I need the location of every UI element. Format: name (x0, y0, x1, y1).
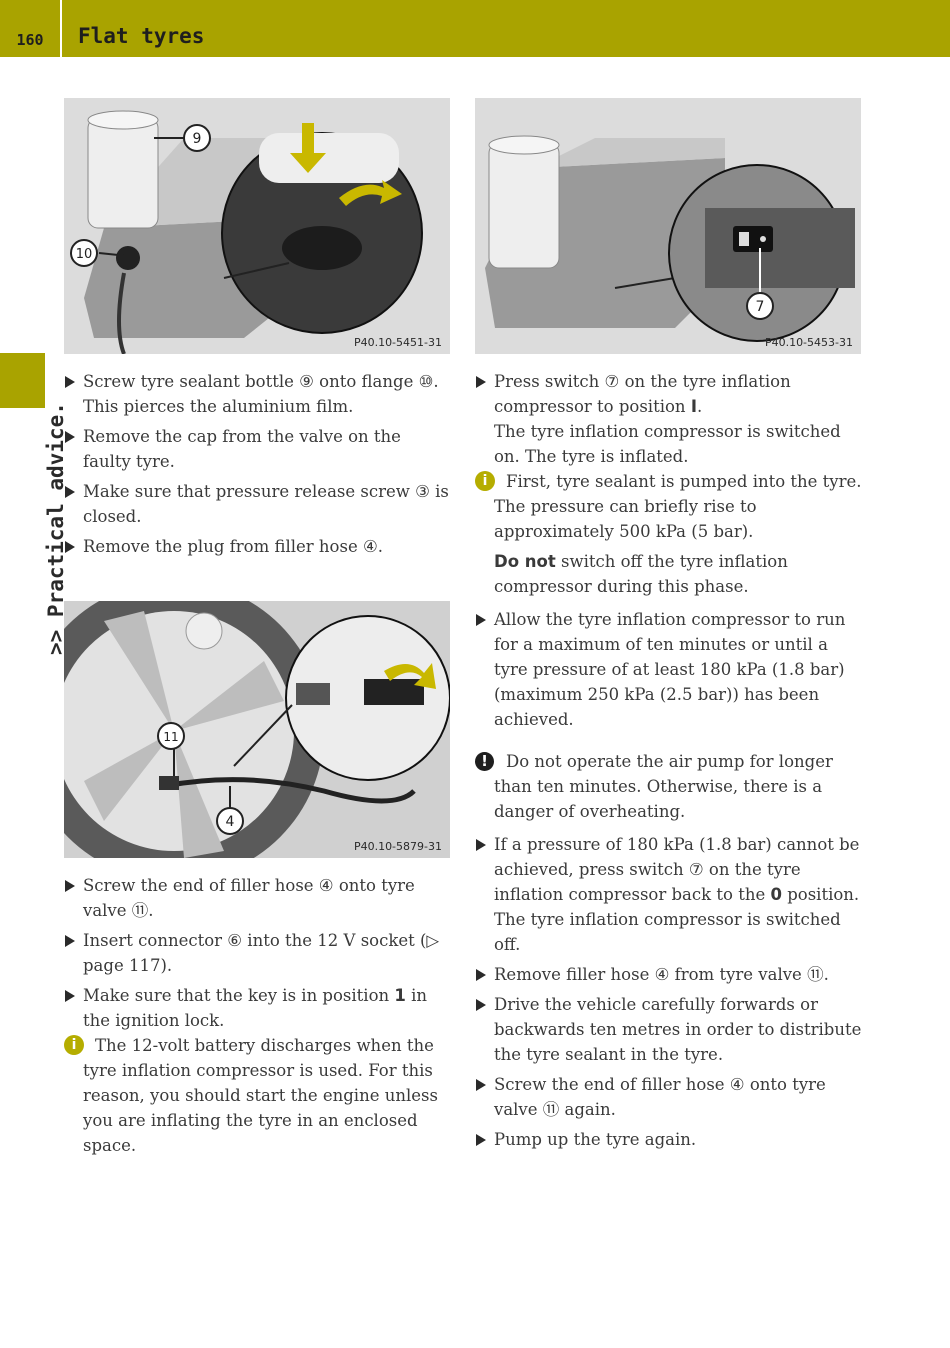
arrow-bullet-icon (476, 999, 486, 1011)
figure-caption: P40.10-5453-31 (764, 336, 853, 349)
page-title: Flat tyres (78, 24, 205, 48)
step-screw-hose: Screw the end of filler hose ④ onto tyre… (64, 873, 452, 923)
step-remove-plug: Remove the plug from filler hose ④. (64, 534, 452, 559)
step-remove-hose: Remove filler hose ④ from tyre valve ⑪. (475, 962, 863, 987)
arrow-bullet-icon (65, 990, 75, 1002)
step-remove-cap: Remove the cap from the valve on the fau… (64, 424, 452, 474)
callout-10: 10 (76, 247, 93, 262)
step-note: The tyre inflation compressor is switche… (494, 910, 841, 954)
side-tab-marker (0, 353, 45, 408)
left-column-upper: Screw tyre sealant bottle ⑨ onto flange … (64, 369, 452, 559)
arrow-bullet-icon (476, 969, 486, 981)
step-note: The tyre inflation compressor is switche… (494, 422, 841, 466)
step-key-position: Make sure that the key is in position 1 … (64, 983, 452, 1033)
info-icon: i (475, 471, 495, 491)
info-icon: i (64, 1035, 84, 1055)
callout-7: 7 (756, 299, 765, 315)
arrow-bullet-icon (65, 486, 75, 498)
figure-compressor-switch: 7 P40.10-5453-31 (475, 98, 861, 354)
info-note-continued: Do not switch off the tyre inflation com… (494, 552, 788, 596)
arrow-bullet-icon (476, 376, 486, 388)
arrow-bullet-icon (476, 839, 486, 851)
figure-caption: P40.10-5451-31 (353, 336, 442, 349)
figure-sealant-bottle: 9 10 P40.10-5451-31 (64, 98, 450, 354)
arrow-bullet-icon (65, 935, 75, 947)
figure-caption: P40.10-5879-31 (353, 840, 442, 853)
step-insert-connector: Insert connector ⑥ into the 12 V socket … (64, 928, 452, 978)
arrow-bullet-icon (476, 1079, 486, 1091)
page-number: 160 (0, 0, 62, 57)
figure-filler-hose-valve: 11 4 P40.10-5879-31 (64, 601, 450, 858)
callout-11: 11 (163, 730, 178, 744)
step-pump-tyre: Pump up the tyre again. (475, 1127, 863, 1152)
right-column: Press switch ⑦ on the tyre inflation com… (475, 369, 863, 1152)
arrow-bullet-icon (476, 614, 486, 626)
warning-icon: ! (475, 752, 494, 771)
arrow-bullet-icon (65, 880, 75, 892)
sealant-bottle-illustration: 9 10 (64, 98, 450, 354)
arrow-bullet-icon (476, 1134, 486, 1146)
step-check-screw: Make sure that pressure release screw ③ … (64, 479, 452, 529)
step-screw-hose-again: Screw the end of filler hose ④ onto tyre… (475, 1072, 863, 1122)
compressor-switch-illustration: 7 (475, 98, 861, 354)
step-pressure-not-achieved: If a pressure of 180 kPa (1.8 bar) canno… (475, 832, 863, 907)
page-header: 160 Flat tyres (0, 0, 950, 57)
callout-4: 4 (226, 814, 235, 830)
step-screw-bottle: Screw tyre sealant bottle ⑨ onto flange … (64, 369, 452, 394)
arrow-bullet-icon (65, 376, 75, 388)
arrow-bullet-icon (65, 541, 75, 553)
callout-9: 9 (193, 131, 202, 147)
left-column-lower: Screw the end of filler hose ④ onto tyre… (64, 873, 452, 1158)
step-note: This pierces the aluminium film. (83, 397, 354, 416)
warning-note-overheating: !Do not operate the air pump for longer … (475, 749, 863, 824)
arrow-bullet-icon (65, 431, 75, 443)
step-run-compressor: Allow the tyre inflation compressor to r… (475, 607, 863, 732)
wheel-valve-illustration: 11 4 (64, 601, 450, 858)
step-press-switch: Press switch ⑦ on the tyre inflation com… (475, 369, 863, 419)
step-drive-vehicle: Drive the vehicle carefully forwards or … (475, 992, 863, 1067)
